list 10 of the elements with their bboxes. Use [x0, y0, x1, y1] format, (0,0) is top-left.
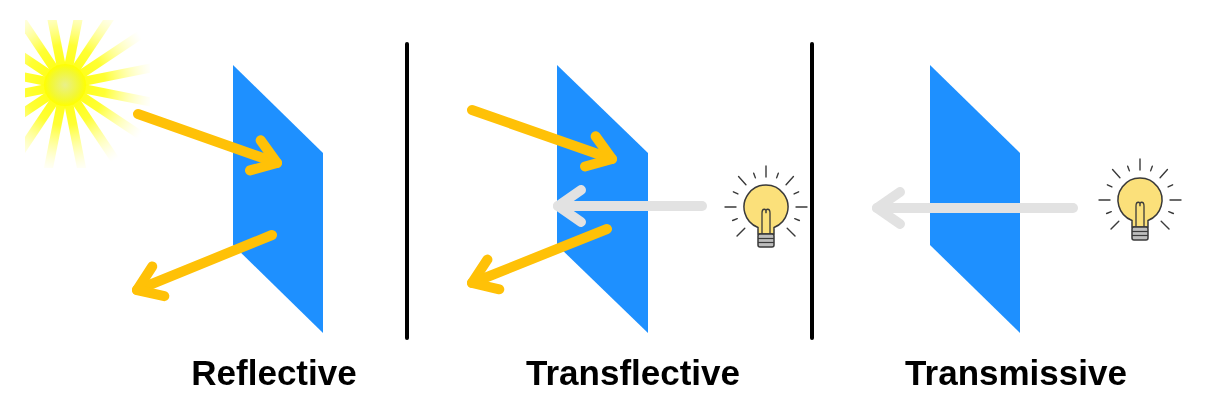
panel-label: Transflective	[526, 353, 740, 393]
arrow	[872, 187, 1078, 229]
sun-icon	[25, 20, 150, 168]
panel-label: Transmissive	[905, 353, 1127, 393]
arrow	[133, 109, 282, 176]
arrow	[132, 230, 277, 302]
panel-label: Reflective	[191, 353, 357, 393]
arrow	[467, 224, 612, 295]
arrow	[467, 105, 617, 172]
arrow	[553, 185, 707, 227]
